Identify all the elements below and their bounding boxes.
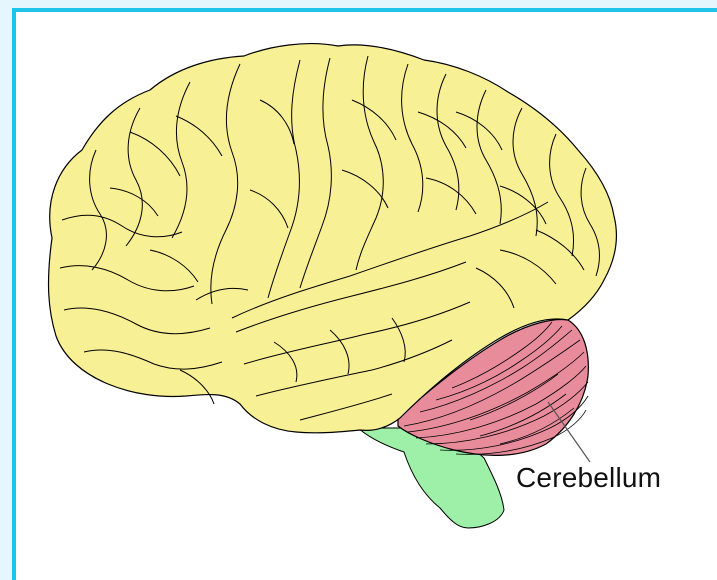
- cerebellum-label: Cerebellum: [516, 462, 661, 494]
